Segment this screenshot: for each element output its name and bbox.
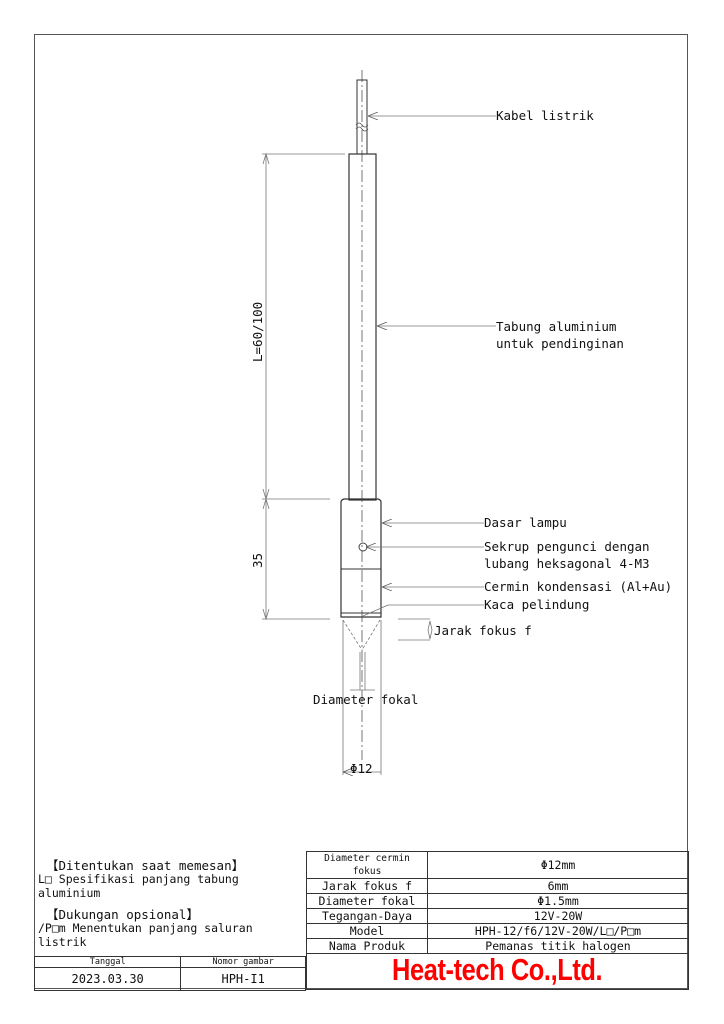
title-block: Tanggal Nomor gambar 2023.03.30 HPH-I1 (33, 956, 306, 991)
aluminium-tube (348, 153, 377, 501)
date-value: 2023.03.30 (33, 967, 182, 991)
label-screw-1: Sekrup pengunci dengan (484, 539, 650, 554)
dimension-tube-length: L=60/100 (250, 301, 265, 362)
label-mirror: Cermin kondensasi (Al+Au) (484, 579, 673, 594)
label-lamp-base: Dasar lampu (484, 515, 567, 530)
label-focal-diameter: Diameter fokal (313, 692, 419, 707)
order-notes: 【Ditentukan saat memesan】 L□ Spesifikasi… (34, 851, 306, 956)
label-tube-2: untuk pendinginan (496, 336, 624, 351)
label-screw-2: lubang heksagonal 4-M3 (484, 556, 650, 571)
company-logo: Heat-tech Co.,Ltd. (306, 950, 689, 990)
drawing-frame (34, 34, 688, 989)
date-label: Tanggal (33, 956, 182, 968)
screw-hole (358, 542, 368, 552)
drawing-number-value: HPH-I1 (180, 967, 306, 991)
drawing-number-label: Nomor gambar (180, 956, 306, 968)
company-name: Heat-tech Co.,Ltd. (392, 951, 603, 987)
lamp-base (340, 498, 382, 618)
label-cable: Kabel listrik (496, 108, 594, 123)
label-focal-distance: Jarak fokus f (434, 623, 532, 638)
dimension-diameter: Φ12 (350, 761, 373, 776)
notes-line-length: L□ Spesifikasi panjang tabung aluminium (38, 872, 239, 900)
notes-heading-order: 【Ditentukan saat memesan】 (46, 858, 245, 873)
label-tube-1: Tabung aluminium (496, 319, 617, 334)
dimension-head-length: 35 (250, 552, 265, 568)
notes-line-cable: /P□m Menentukan panjang saluran listrik (38, 921, 253, 949)
notes-heading-optional: 【Dukungan opsional】 (46, 907, 199, 922)
label-glass: Kaca pelindung (484, 597, 590, 612)
